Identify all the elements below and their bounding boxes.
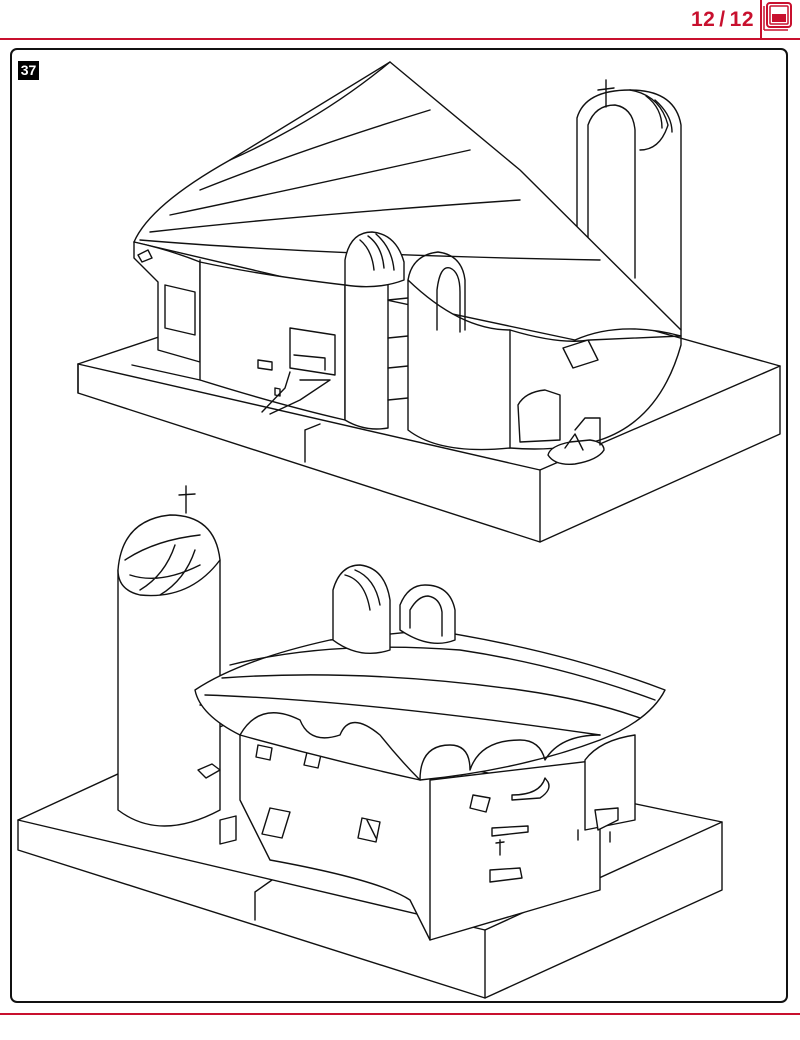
page-total: 12 [729,8,754,31]
instruction-frame [10,48,788,1003]
chapel-model-front-view [77,61,781,543]
page-counter: 12/12 [691,8,754,32]
chapel-model-rear-view [17,485,723,999]
footer-rule [0,1013,800,1015]
page-separator: / [719,8,726,31]
page-current: 12 [690,8,716,31]
header-rule [0,38,800,40]
document-pages-icon[interactable] [760,0,800,38]
step-number-badge: 37 [18,61,39,80]
